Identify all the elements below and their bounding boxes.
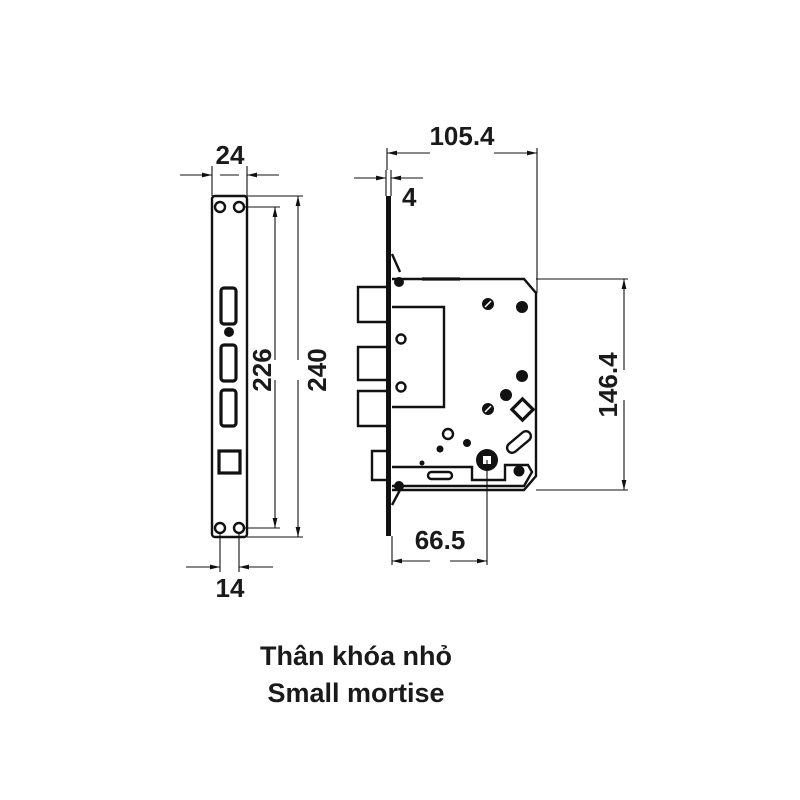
dimension-width: 24 [180, 140, 279, 196]
caption-vietnamese: Thân khóa nhỏ [260, 641, 452, 671]
svg-text:226: 226 [247, 348, 277, 391]
svg-text:66.5: 66.5 [415, 525, 466, 555]
top-screw-holes [213, 200, 246, 214]
svg-text:4: 4 [402, 182, 417, 212]
auxiliary-slot [217, 449, 242, 475]
deadbolt-slot-2 [219, 388, 238, 428]
svg-text:24: 24 [216, 140, 245, 170]
svg-text:105.4: 105.4 [429, 121, 495, 151]
faceplate-edge [386, 196, 391, 536]
svg-text:146.4: 146.4 [593, 352, 623, 418]
dimension-hole-spacing: 14 [186, 533, 273, 603]
lock-body-side-view [356, 196, 538, 536]
faceplate-front-view [210, 194, 249, 539]
square-cam [509, 396, 536, 423]
faceplate-dot [224, 327, 234, 337]
dimension-total-height: 240 [247, 195, 332, 538]
bottom-screw-holes [213, 521, 246, 535]
dimension-screw-distance: 226 [245, 206, 280, 529]
caption-english: Small mortise [267, 678, 445, 708]
svg-text:14: 14 [216, 573, 245, 603]
svg-text:240: 240 [302, 348, 332, 391]
bolts [356, 285, 386, 482]
case-outline [392, 277, 538, 492]
latch-slot [219, 286, 238, 326]
dimension-backset: 66.5 [391, 460, 488, 565]
deadbolt-slot-1 [219, 343, 238, 383]
screws [419, 298, 528, 477]
dimension-body-height: 146.4 [536, 278, 628, 491]
dimension-faceplate-thickness: 4 [354, 170, 423, 212]
dimension-depth: 105.4 [386, 121, 538, 293]
